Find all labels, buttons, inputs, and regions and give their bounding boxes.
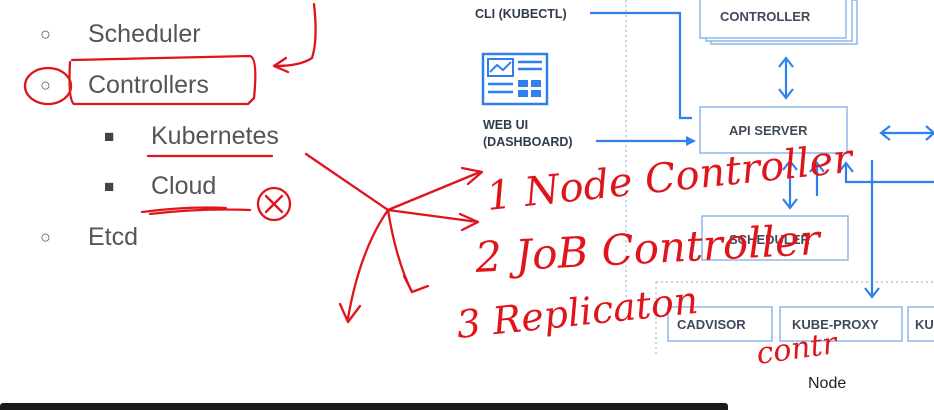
bullet-marker-cloud: ■ — [104, 177, 115, 196]
bullet-cloud: Cloud — [151, 172, 217, 200]
kube-proxy-label: KUBE-PROXY — [792, 317, 879, 332]
api-server-box — [699, 106, 848, 154]
cut-off-box-label: KU — [915, 317, 934, 332]
web-ui-arrow-head — [686, 136, 696, 146]
annotation-head-2 — [460, 166, 484, 186]
annotation-hook-head — [272, 56, 290, 74]
controller-api-arrow — [778, 56, 794, 100]
bullet-marker-etcd: ○ — [40, 227, 51, 247]
annotation-line-4 — [346, 208, 390, 320]
api-server-label: API SERVER — [729, 123, 808, 138]
bullet-etcd: Etcd — [88, 223, 139, 251]
bullet-controllers: Controllers — [88, 71, 209, 99]
web-ui-label: WEB UI — [483, 118, 528, 132]
annotation-x-circle — [256, 186, 292, 222]
annotation-head-5 — [402, 274, 430, 294]
annotation-underline-cloud — [140, 206, 252, 216]
node-label: Node — [808, 375, 846, 392]
annotation-line-1 — [304, 152, 390, 212]
api-scheduler-arrows — [782, 159, 934, 299]
bullet-marker-kubernetes: ■ — [104, 127, 115, 146]
web-ui-icon — [481, 52, 549, 106]
api-external-arrow — [879, 125, 934, 141]
cli-label: CLI (KUBECTL) — [475, 7, 567, 21]
annotation-item-2: 2 JoB Controller — [473, 215, 824, 282]
annotation-head-4 — [338, 302, 362, 324]
cadvisor-box — [667, 306, 773, 342]
controller-label: CONTROLLER — [720, 9, 811, 24]
bullet-marker-controllers: ○ — [40, 75, 51, 95]
bottom-bar — [0, 403, 728, 410]
scheduler-box — [701, 215, 849, 261]
bullet-scheduler: Scheduler — [88, 20, 201, 48]
annotation-circle-marker — [23, 66, 73, 106]
annotation-box-controllers — [68, 54, 257, 106]
annotation-x-mark — [264, 194, 284, 214]
cadvisor-label: CADVISOR — [677, 317, 746, 332]
scheduler-label: SCHEDULER — [729, 232, 811, 247]
annotation-line-5 — [386, 208, 414, 294]
annotation-line-3 — [386, 208, 480, 224]
bullet-kubernetes: Kubernetes — [151, 122, 279, 150]
bullet-marker-scheduler: ○ — [40, 24, 51, 44]
annotation-item-3: 3 Replicaton — [454, 278, 700, 347]
web-ui-label-2: (DASHBOARD) — [483, 135, 573, 149]
controller-box — [699, 0, 858, 45]
annotation-head-3 — [458, 212, 480, 232]
cut-off-box — [907, 306, 934, 342]
annotation-line-2 — [386, 170, 482, 212]
cli-connector — [590, 11, 692, 120]
kube-proxy-box — [779, 306, 903, 342]
annotation-hook-line — [274, 2, 317, 68]
